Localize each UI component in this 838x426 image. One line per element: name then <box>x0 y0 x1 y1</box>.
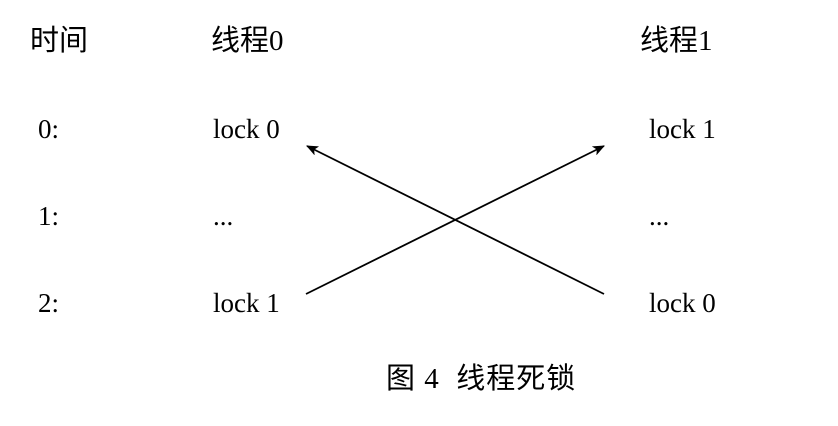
thread1-step-0: lock 1 <box>649 114 716 144</box>
figure-title: 线程死锁 <box>456 363 577 395</box>
time-1: 1: <box>38 201 60 231</box>
thread1-step-2: lock 0 <box>649 288 716 318</box>
thread0-step-2: lock 1 <box>213 288 280 318</box>
header-time: 时间 <box>30 25 89 57</box>
thread0-step-0: lock 0 <box>213 114 280 144</box>
time-0: 0: <box>38 114 60 144</box>
figure-caption: 图 4 线程死锁 <box>386 365 576 394</box>
thread1-step-1: ... <box>649 201 670 231</box>
time-2: 2: <box>38 288 60 318</box>
header-thread0: 线程0 <box>211 25 284 57</box>
thread0-step-1: ... <box>213 201 234 231</box>
header-thread1: 线程1 <box>640 25 713 57</box>
figure-label: 图 4 <box>386 363 440 395</box>
arrow-thread0-to-thread1 <box>305 145 605 295</box>
